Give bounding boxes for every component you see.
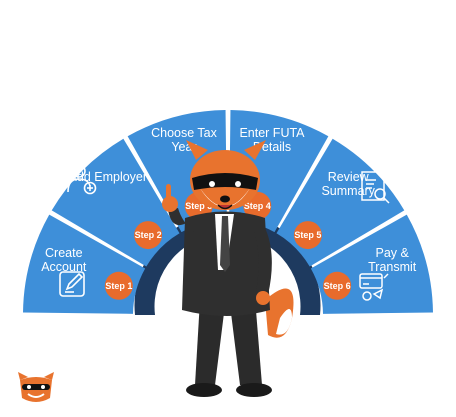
- step-badge-text-6: Step 6: [324, 281, 351, 291]
- document-search-icon: [361, 171, 390, 204]
- step-title-1: Create: [45, 246, 83, 260]
- fox-mascot-in-suit: [162, 140, 294, 397]
- step-title-6: Pay &: [376, 246, 410, 260]
- tax-calendar-icon: TAX: [157, 75, 183, 99]
- edit-form-icon: [59, 271, 85, 297]
- step-badge-5: [293, 221, 322, 250]
- document-edit-icon: [271, 74, 299, 100]
- step-title-5: Review: [328, 170, 370, 184]
- payment-transmit-icon: [359, 273, 389, 301]
- fox-logo-icon: [18, 372, 54, 402]
- step-subtitle-6: Transmit: [368, 260, 417, 274]
- step-badge-text-4: Step 4: [244, 201, 271, 211]
- step-subtitle-5: Summary: [321, 184, 375, 198]
- tax-icon-text: TAX: [163, 89, 177, 96]
- step-badge-text-1: Step 1: [105, 281, 132, 291]
- step-badge-text-3: Step 3: [185, 201, 212, 211]
- step-badge-text-2: Step 2: [135, 230, 162, 240]
- step-badge-1: [104, 271, 133, 300]
- step-subtitle-1: Account: [41, 260, 87, 274]
- add-user-icon: [67, 164, 97, 195]
- step-title-3: Choose Tax: [151, 126, 218, 140]
- inner-ring: [134, 212, 321, 315]
- step-title-2: Add Employer: [69, 170, 148, 184]
- step-badge-2: [134, 221, 163, 250]
- step-badge-6: [323, 271, 352, 300]
- step-badge-text-5: Step 5: [294, 230, 321, 240]
- step-title-4: Enter FUTA: [239, 126, 305, 140]
